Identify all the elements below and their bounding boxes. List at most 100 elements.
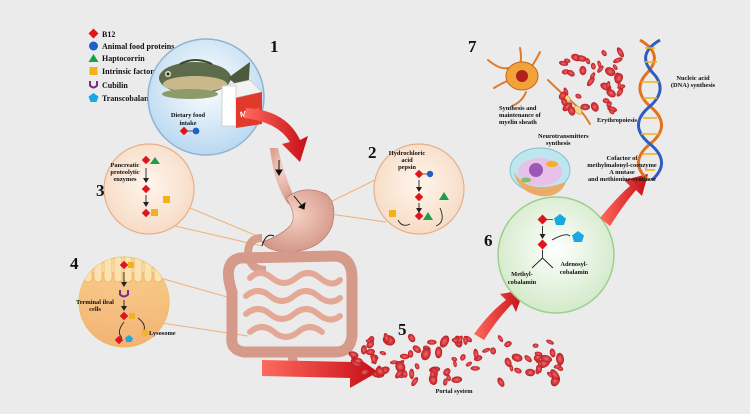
step-2-stomach-acid: Hydrochloric acid pepsin 2 bbox=[368, 143, 465, 235]
red-blood-cell bbox=[497, 335, 504, 343]
legend-label-animal-food-proteins: Animal food proteins bbox=[102, 42, 174, 51]
b12-protein-complex-icon bbox=[179, 126, 200, 136]
red-blood-cell bbox=[558, 91, 567, 100]
red-blood-cell bbox=[534, 351, 543, 356]
red-blood-cell bbox=[411, 377, 419, 387]
stomach bbox=[261, 189, 335, 253]
red-blood-cell bbox=[511, 353, 523, 362]
arrow-intake-to-stomach bbox=[244, 108, 308, 162]
red-blood-cell bbox=[451, 376, 463, 384]
step-4-number: 4 bbox=[70, 254, 79, 273]
cobalamin-circle bbox=[497, 196, 615, 314]
step-4-terminal-ileal-cells: Lysosome Terminal ileal cells 4 bbox=[70, 254, 176, 348]
red-blood-cell bbox=[470, 366, 480, 371]
digestive-tract bbox=[222, 148, 358, 372]
red-blood-cell bbox=[575, 93, 582, 99]
red-blood-cell bbox=[532, 343, 539, 348]
step-1-number: 1 bbox=[270, 37, 279, 56]
red-blood-cell bbox=[567, 105, 576, 116]
red-blood-cell bbox=[465, 361, 472, 367]
b12-icon bbox=[414, 169, 424, 179]
red-blood-cell bbox=[504, 341, 512, 348]
b12-icon bbox=[414, 192, 424, 202]
haptocorrin-icon bbox=[150, 157, 160, 164]
dietary-food-label: Dietary food bbox=[171, 112, 206, 119]
red-blood-cell bbox=[579, 66, 587, 76]
methylcobalamin-label-line1: Methyl- bbox=[511, 271, 533, 278]
cells-label: cells bbox=[89, 306, 101, 313]
red-blood-cell bbox=[490, 347, 497, 355]
pepsin-label: pepsin bbox=[398, 164, 416, 171]
red-blood-cell bbox=[366, 340, 375, 349]
red-blood-cell bbox=[540, 354, 553, 363]
fish-icon bbox=[159, 59, 250, 99]
lysosome-label: Lysosome bbox=[149, 330, 176, 337]
red-blood-cell bbox=[443, 378, 448, 386]
portal-system-label: Portal system bbox=[435, 388, 473, 395]
red-blood-cell bbox=[409, 368, 415, 380]
arrow-to-portal-system bbox=[262, 352, 378, 388]
step-6-number: 6 bbox=[484, 231, 493, 250]
enzymes-label: enzymes bbox=[113, 176, 137, 183]
step-5-portal-system: Portal system 5 bbox=[262, 320, 565, 395]
step-5-number: 5 bbox=[398, 320, 407, 339]
legend-label-haptocorrin: Haptocorrin bbox=[102, 54, 145, 63]
red-blood-cell bbox=[561, 98, 568, 106]
step-6-cobalamin-forms: Methyl- cobalamin Adenosyl- cobalamin 6 bbox=[484, 196, 615, 314]
yellow-square-icon bbox=[89, 67, 98, 75]
red-blood-cell bbox=[602, 98, 610, 104]
dna-helix-icon bbox=[637, 38, 663, 182]
red-blood-cell bbox=[460, 354, 466, 361]
myelin-label-line1: Synthesis and bbox=[499, 105, 537, 112]
haptocorrin-icon bbox=[423, 212, 433, 220]
legend-item-animal-food-proteins: Animal food proteins bbox=[89, 41, 174, 51]
transcobalamin-icon bbox=[125, 335, 133, 342]
b12-icon bbox=[114, 335, 124, 345]
intrinsic-factor-icon bbox=[128, 262, 134, 268]
red-blood-cell bbox=[553, 364, 562, 369]
red-blood-cell bbox=[463, 335, 468, 345]
b12-icon bbox=[537, 239, 548, 250]
esophagus bbox=[270, 148, 296, 204]
nucleic-acid-label-line2: (DNA) synthesis bbox=[671, 82, 716, 89]
red-blood-cell bbox=[606, 89, 616, 98]
adenosylcobalamin-label-line1: Adenosyl- bbox=[560, 261, 587, 268]
myelin-label-line3: myelin sheath bbox=[499, 119, 537, 126]
legend-item-transcobalamin: Transcobalamin bbox=[88, 93, 158, 103]
erythropoiesis-label: Erythropoiesis bbox=[597, 117, 638, 124]
red-blood-cell bbox=[446, 374, 451, 382]
red-blood-cell bbox=[550, 369, 560, 381]
red-blood-cell bbox=[414, 363, 420, 370]
cofactor-label-line4: and methionine-synthase bbox=[588, 176, 656, 183]
red-blood-cell bbox=[514, 367, 522, 374]
transcobalamin-icon bbox=[554, 214, 566, 225]
red-blood-cell bbox=[353, 357, 363, 364]
adenosylcobalamin-label-line2: cobalamin bbox=[560, 269, 589, 276]
red-blood-cell bbox=[407, 333, 416, 343]
intrinsic-factor-icon bbox=[129, 313, 135, 319]
b12-icon bbox=[141, 184, 151, 194]
intrinsic-factor-icon bbox=[389, 210, 396, 217]
legend-label-b12: B12 bbox=[102, 30, 115, 39]
red-blood-cell bbox=[601, 50, 607, 57]
red-blood-cell bbox=[348, 351, 359, 358]
cofactor-label-line2: methylmalonyl-coenzyme bbox=[587, 162, 657, 169]
red-blood-cell bbox=[439, 335, 450, 348]
arrow-portal-to-tissues bbox=[474, 290, 524, 340]
step-3-number: 3 bbox=[96, 181, 105, 200]
cubilin-icon bbox=[119, 290, 129, 298]
red-blood-cell bbox=[429, 370, 436, 378]
red-blood-cell bbox=[375, 366, 385, 376]
legend-label-cubilin: Cubilin bbox=[102, 81, 128, 90]
red-blood-cell bbox=[482, 347, 491, 353]
red-blood-cell bbox=[555, 352, 565, 366]
step-1-dietary-intake: MILK Dietary food intake 1 bbox=[147, 37, 279, 156]
red-blood-cell bbox=[597, 60, 602, 69]
red-diamond-icon bbox=[88, 28, 99, 39]
small-intestine bbox=[243, 270, 343, 340]
red-blood-cell bbox=[525, 368, 536, 377]
blue-circle-icon bbox=[89, 41, 98, 51]
red-blood-cell bbox=[443, 368, 451, 376]
red-blood-cell bbox=[399, 353, 410, 360]
